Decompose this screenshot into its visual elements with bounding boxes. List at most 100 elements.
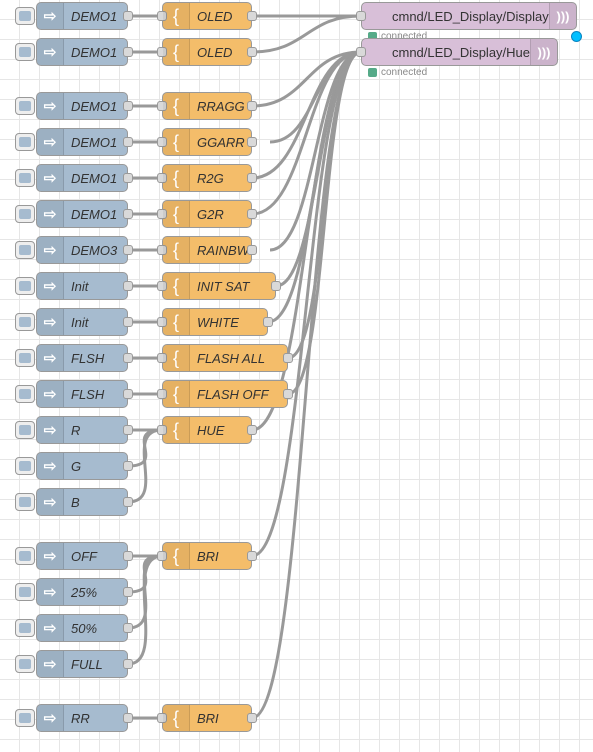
mqtt-out-node-hue[interactable]: cmnd/LED_Display/Hue ))) [356, 38, 558, 66]
output-port[interactable] [123, 389, 133, 399]
inject-button[interactable] [15, 205, 35, 223]
output-port[interactable] [283, 389, 293, 399]
inject-node-demo1-b[interactable]: ⇨DEMO1 [15, 38, 133, 66]
inject-button[interactable] [15, 421, 35, 439]
inject-button[interactable] [15, 43, 35, 61]
input-port[interactable] [157, 353, 167, 363]
output-port[interactable] [123, 551, 133, 561]
output-port[interactable] [123, 425, 133, 435]
output-port[interactable] [123, 245, 133, 255]
inject-button[interactable] [15, 583, 35, 601]
output-port[interactable] [283, 353, 293, 363]
input-port[interactable] [157, 245, 167, 255]
output-port[interactable] [123, 137, 133, 147]
inject-node-demo1-a[interactable]: ⇨DEMO1 [15, 2, 133, 30]
inject-button[interactable] [15, 313, 35, 331]
inject-button[interactable] [15, 547, 35, 565]
inject-node-flsh-a[interactable]: ⇨FLSH [15, 344, 133, 372]
output-port[interactable] [247, 173, 257, 183]
inject-button[interactable] [15, 7, 35, 25]
inject-button[interactable] [15, 97, 35, 115]
inject-button[interactable] [15, 241, 35, 259]
output-port[interactable] [247, 209, 257, 219]
inject-node-r[interactable]: ⇨R [15, 416, 133, 444]
input-port[interactable] [356, 47, 366, 57]
mqtt-out-node-display[interactable]: cmnd/LED_Display/Display ))) [356, 2, 582, 42]
output-port[interactable] [247, 425, 257, 435]
function-node-bri-b[interactable]: {BRI [157, 704, 257, 732]
inject-node-demo3[interactable]: ⇨DEMO3 [15, 236, 133, 264]
function-node-g2r[interactable]: {G2R [157, 200, 257, 228]
function-node-flash-all[interactable]: {FLASH ALL [157, 344, 293, 372]
function-node-init-sat[interactable]: {INIT SAT [157, 272, 281, 300]
inject-button[interactable] [15, 457, 35, 475]
output-port[interactable] [123, 47, 133, 57]
output-port[interactable] [123, 353, 133, 363]
inject-node-flsh-b[interactable]: ⇨FLSH [15, 380, 133, 408]
inject-node-g[interactable]: ⇨G [15, 452, 133, 480]
inject-button[interactable] [15, 349, 35, 367]
inject-button[interactable] [15, 277, 35, 295]
inject-node-demo1-e[interactable]: ⇨DEMO1 [15, 164, 133, 192]
output-port[interactable] [271, 281, 281, 291]
function-node-r2g[interactable]: {R2G [157, 164, 257, 192]
inject-node-rr[interactable]: ⇨RR [15, 704, 133, 732]
function-node-white[interactable]: {WHITE [157, 308, 273, 336]
output-port[interactable] [247, 137, 257, 147]
function-node-oled-a[interactable]: {OLED [157, 2, 257, 30]
output-port[interactable] [123, 587, 133, 597]
output-port[interactable] [123, 173, 133, 183]
output-port[interactable] [123, 461, 133, 471]
inject-button[interactable] [15, 493, 35, 511]
inject-button[interactable] [15, 133, 35, 151]
output-port[interactable] [123, 101, 133, 111]
inject-node-full[interactable]: ⇨FULL [15, 650, 133, 678]
output-port[interactable] [123, 209, 133, 219]
input-port[interactable] [157, 137, 167, 147]
output-port[interactable] [263, 317, 273, 327]
input-port[interactable] [157, 173, 167, 183]
input-port[interactable] [157, 551, 167, 561]
output-port[interactable] [123, 623, 133, 633]
output-port[interactable] [247, 47, 257, 57]
input-port[interactable] [157, 425, 167, 435]
input-port[interactable] [157, 11, 167, 21]
output-port[interactable] [123, 11, 133, 21]
input-port[interactable] [157, 281, 167, 291]
output-port[interactable] [123, 713, 133, 723]
inject-node-b[interactable]: ⇨B [15, 488, 133, 516]
input-port[interactable] [157, 317, 167, 327]
inject-button[interactable] [15, 385, 35, 403]
function-node-ggarr[interactable]: {GGARR [157, 128, 257, 156]
function-node-rragg[interactable]: {RRAGG [157, 92, 257, 120]
function-node-bri-a[interactable]: {BRI [157, 542, 257, 570]
input-port[interactable] [157, 209, 167, 219]
inject-button[interactable] [15, 169, 35, 187]
input-port[interactable] [157, 389, 167, 399]
inject-node-25[interactable]: ⇨25% [15, 578, 133, 606]
inject-node-demo1-d[interactable]: ⇨DEMO1 [15, 128, 133, 156]
inject-button[interactable] [15, 655, 35, 673]
output-port[interactable] [247, 11, 257, 21]
output-port[interactable] [247, 713, 257, 723]
output-port[interactable] [247, 551, 257, 561]
inject-node-init-a[interactable]: ⇨Init [15, 272, 133, 300]
inject-node-demo1-c[interactable]: ⇨DEMO1 [15, 92, 133, 120]
function-node-hue[interactable]: {HUE [157, 416, 257, 444]
inject-node-off[interactable]: ⇨OFF [15, 542, 133, 570]
function-node-flash-off[interactable]: {FLASH OFF [157, 380, 293, 408]
function-node-oled-b[interactable]: {OLED [157, 38, 257, 66]
inject-button[interactable] [15, 619, 35, 637]
output-port[interactable] [123, 317, 133, 327]
inject-node-50[interactable]: ⇨50% [15, 614, 133, 642]
output-port[interactable] [247, 245, 257, 255]
inject-node-init-b[interactable]: ⇨Init [15, 308, 133, 336]
output-port[interactable] [123, 659, 133, 669]
output-port[interactable] [123, 497, 133, 507]
inject-button[interactable] [15, 709, 35, 727]
inject-node-demo1-f[interactable]: ⇨DEMO1 [15, 200, 133, 228]
input-port[interactable] [157, 47, 167, 57]
input-port[interactable] [157, 101, 167, 111]
input-port[interactable] [157, 713, 167, 723]
output-port[interactable] [123, 281, 133, 291]
